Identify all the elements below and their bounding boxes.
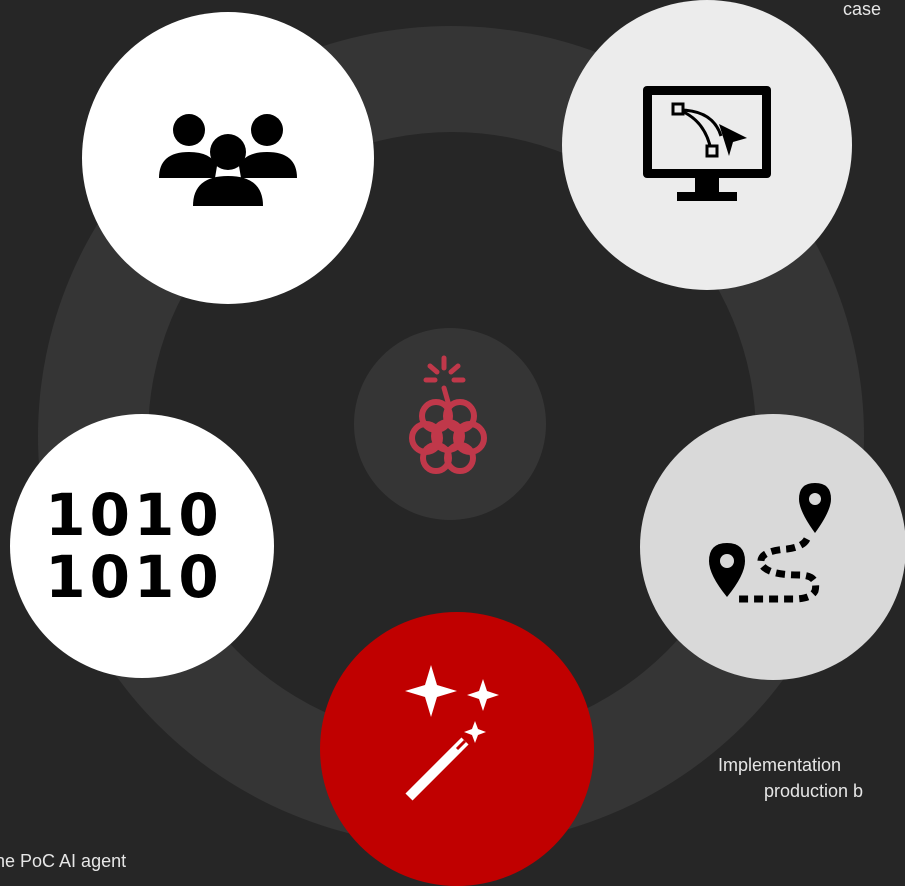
center-hub [354,328,546,520]
caption-production: production b [764,781,864,801]
caption-top-right: case [843,0,882,19]
team-node [82,12,374,304]
magic-wand-icon [405,665,499,801]
team-icon [159,114,297,206]
magic-node [320,612,594,886]
design-node [562,0,852,290]
raspberry-brain-icon [409,355,487,474]
caption-implementation: Implementation [718,755,842,775]
binary-line-1: 1010 [45,481,223,549]
roadmap-route-icon [709,483,831,603]
data-node: 1010 1010 [10,414,274,678]
design-monitor-icon [643,86,771,201]
binary-line-2: 1010 [45,543,223,611]
caption-poc: he PoC AI agent [0,851,127,871]
roadmap-node [640,414,905,680]
binary-data-icon: 1010 1010 [45,484,222,608]
